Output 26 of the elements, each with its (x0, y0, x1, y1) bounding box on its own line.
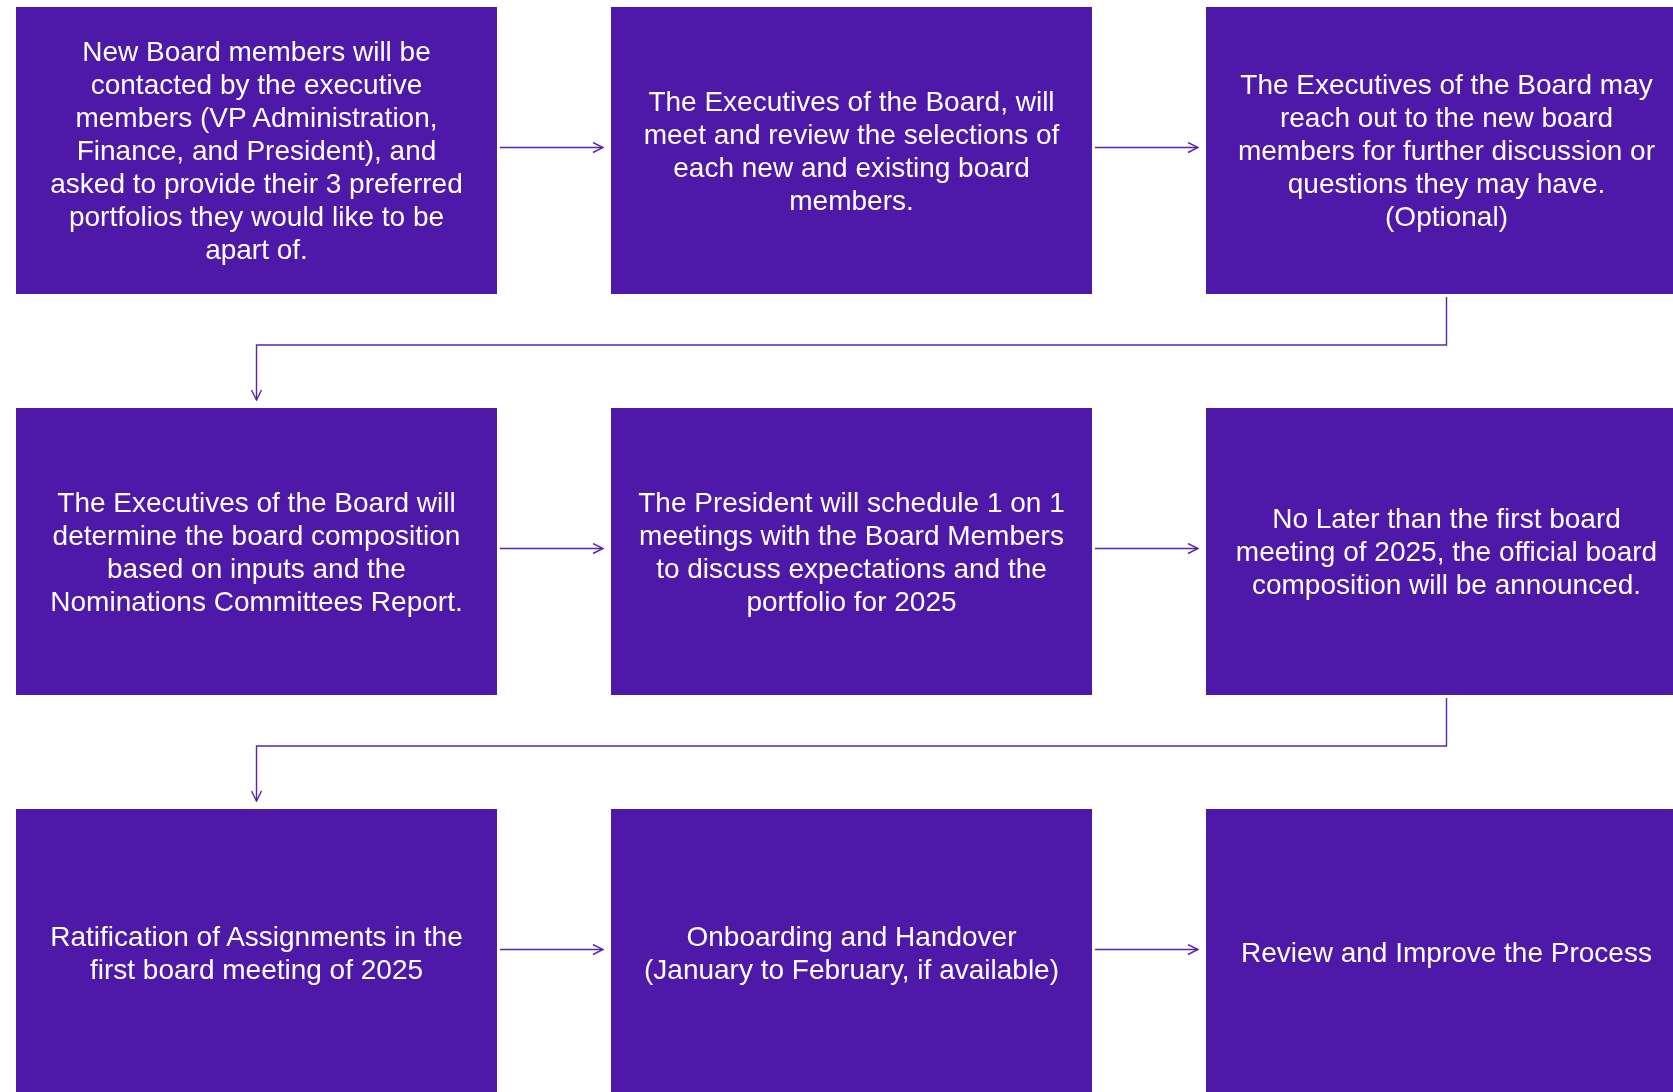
step-text: Ratification of Assignments in the first board meeting of 2025 (49, 919, 464, 986)
process-box (1206, 7, 1673, 294)
arrow (250, 697, 1448, 802)
arrow (1094, 943, 1199, 956)
process-box (16, 809, 497, 1092)
arrow (499, 542, 604, 555)
process-box (16, 7, 497, 294)
step-text: The Executives of the Board will determine the board composition based on inputs and the Nominations Committees Report. (49, 485, 464, 618)
process-box (16, 408, 497, 695)
step-text: Review and Improve the Process (1241, 936, 1652, 969)
process-box (1206, 408, 1673, 695)
step-text: The Executives of the Board may reach out to the new board members for further discussion or questions they may have. (Optional) (1236, 68, 1656, 233)
step-text: No Later than the first board meeting of 2025, the official board composition will be announced. (1234, 502, 1659, 601)
process-box (611, 408, 1092, 695)
arrow (1094, 141, 1199, 154)
process-box (611, 809, 1092, 1092)
step-text: The Executives of the Board, will meet and review the selections of each new and existing board members. (642, 84, 1061, 217)
step-text: New Board members will be contacted by the executive members (VP Administration, Finance, and President), and asked to provide their 3 preferred portfolios they would like to be apart of. (49, 35, 464, 266)
step-text: The President will schedule 1 on 1 meetings with the Board Members to discuss expectations and the portfolio for 2025 (637, 485, 1066, 618)
arrow (1094, 542, 1199, 555)
arrow (499, 943, 604, 956)
process-box (611, 7, 1092, 294)
arrow (499, 141, 604, 154)
process-box (1206, 809, 1673, 1092)
arrow (250, 296, 1448, 401)
step-text: Onboarding and Handover (January to February, if available) (643, 919, 1060, 986)
